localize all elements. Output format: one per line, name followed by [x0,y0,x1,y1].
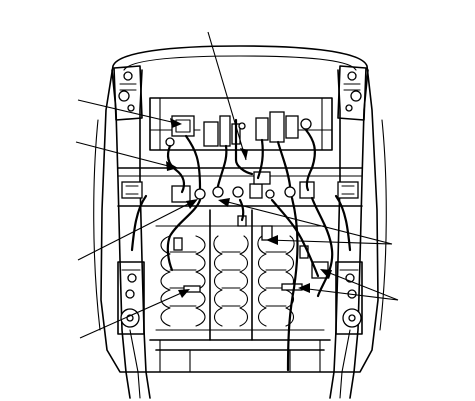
connector-row [171,171,315,203]
leader-line-right-4 [298,283,399,301]
leader-line-left-4 [79,289,190,339]
right-headrest-bracket [337,65,367,121]
leader-line-top [207,31,248,161]
side-hinge-left [121,181,143,199]
bottom-frame [149,339,331,373]
left-headrest-bracket [113,65,143,121]
wiring-harness [130,118,352,372]
leader-line-right-3 [320,269,399,301]
left-recliner-hinge [117,261,145,335]
right-recliner-hinge [335,261,363,335]
leader-line-left-3 [77,199,198,261]
leader-line-right-2 [266,235,393,245]
fuse-strip [255,111,312,143]
seat-back-outline [93,45,387,373]
seat-spring-grid [155,209,325,341]
leader-line-right-1 [218,198,393,245]
leader-line-left-1 [77,99,182,128]
harness-clips [173,215,329,293]
leader-line-left-2 [75,141,178,171]
side-hinge-right [337,181,359,199]
